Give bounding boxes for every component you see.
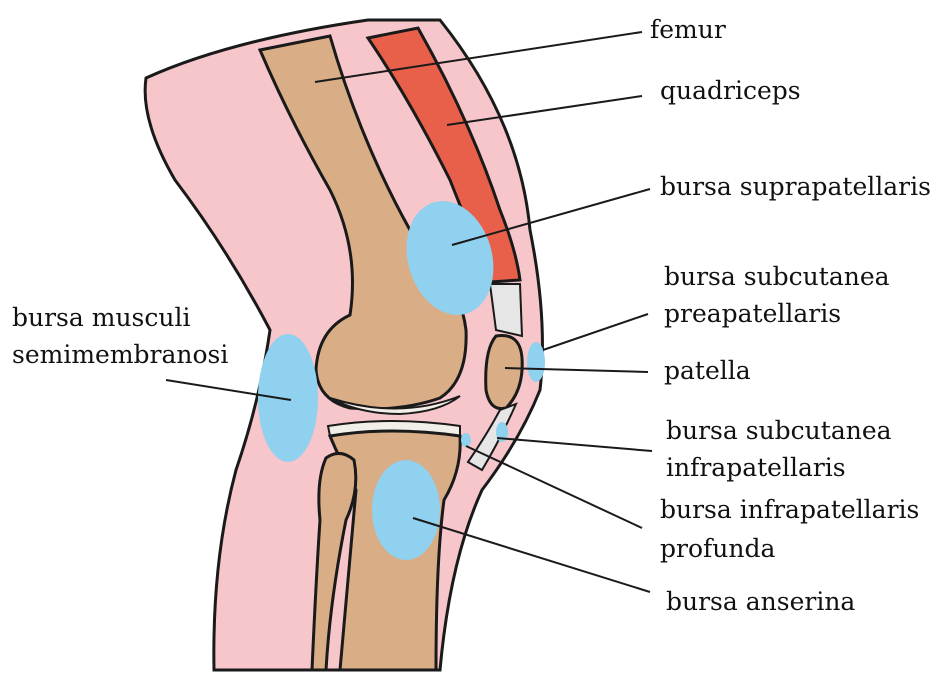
- quadriceps-tendon: [490, 284, 522, 336]
- label-patella: patella: [664, 356, 751, 386]
- bursa-musculi-semimembranosi-shape: [258, 334, 318, 462]
- label-bursa-anserina: bursa anserina: [666, 587, 855, 617]
- label-bursa-musculi-semimembranosi-line1: bursa musculi: [12, 303, 190, 333]
- label-bursa-subcutanea-preapatellaris-line2: preapatellaris: [664, 299, 841, 329]
- label-bursa-subcutanea-preapatellaris-line1: bursa subcutanea: [664, 262, 890, 292]
- leader-line-bursa-subcutanea-preapatellaris: [543, 314, 648, 350]
- label-bursa-infrapatellaris-profunda-line2: profunda: [660, 534, 775, 564]
- bursa-anserina-shape: [372, 460, 440, 560]
- bursa-subcutanea-preapatellaris-shape: [527, 342, 545, 382]
- label-bursa-suprapatellaris: bursa suprapatellaris: [660, 172, 931, 202]
- leader-line-bursa-infrapatellaris-profunda: [466, 446, 642, 528]
- bursa-infrapatellaris-profunda-shape: [461, 433, 471, 447]
- label-quadriceps: quadriceps: [660, 76, 801, 106]
- label-bursa-subcutanea-infrapatellaris-line2: infrapatellaris: [666, 453, 846, 483]
- label-bursa-infrapatellaris-profunda-line1: bursa infrapatellaris: [660, 495, 919, 525]
- label-femur: femur: [650, 15, 726, 45]
- label-bursa-subcutanea-infrapatellaris-line1: bursa subcutanea: [666, 416, 892, 446]
- label-bursa-musculi-semimembranosi-line2: semimembranosi: [12, 340, 228, 370]
- leader-line-bursa-subcutanea-infrapatellaris: [497, 438, 652, 451]
